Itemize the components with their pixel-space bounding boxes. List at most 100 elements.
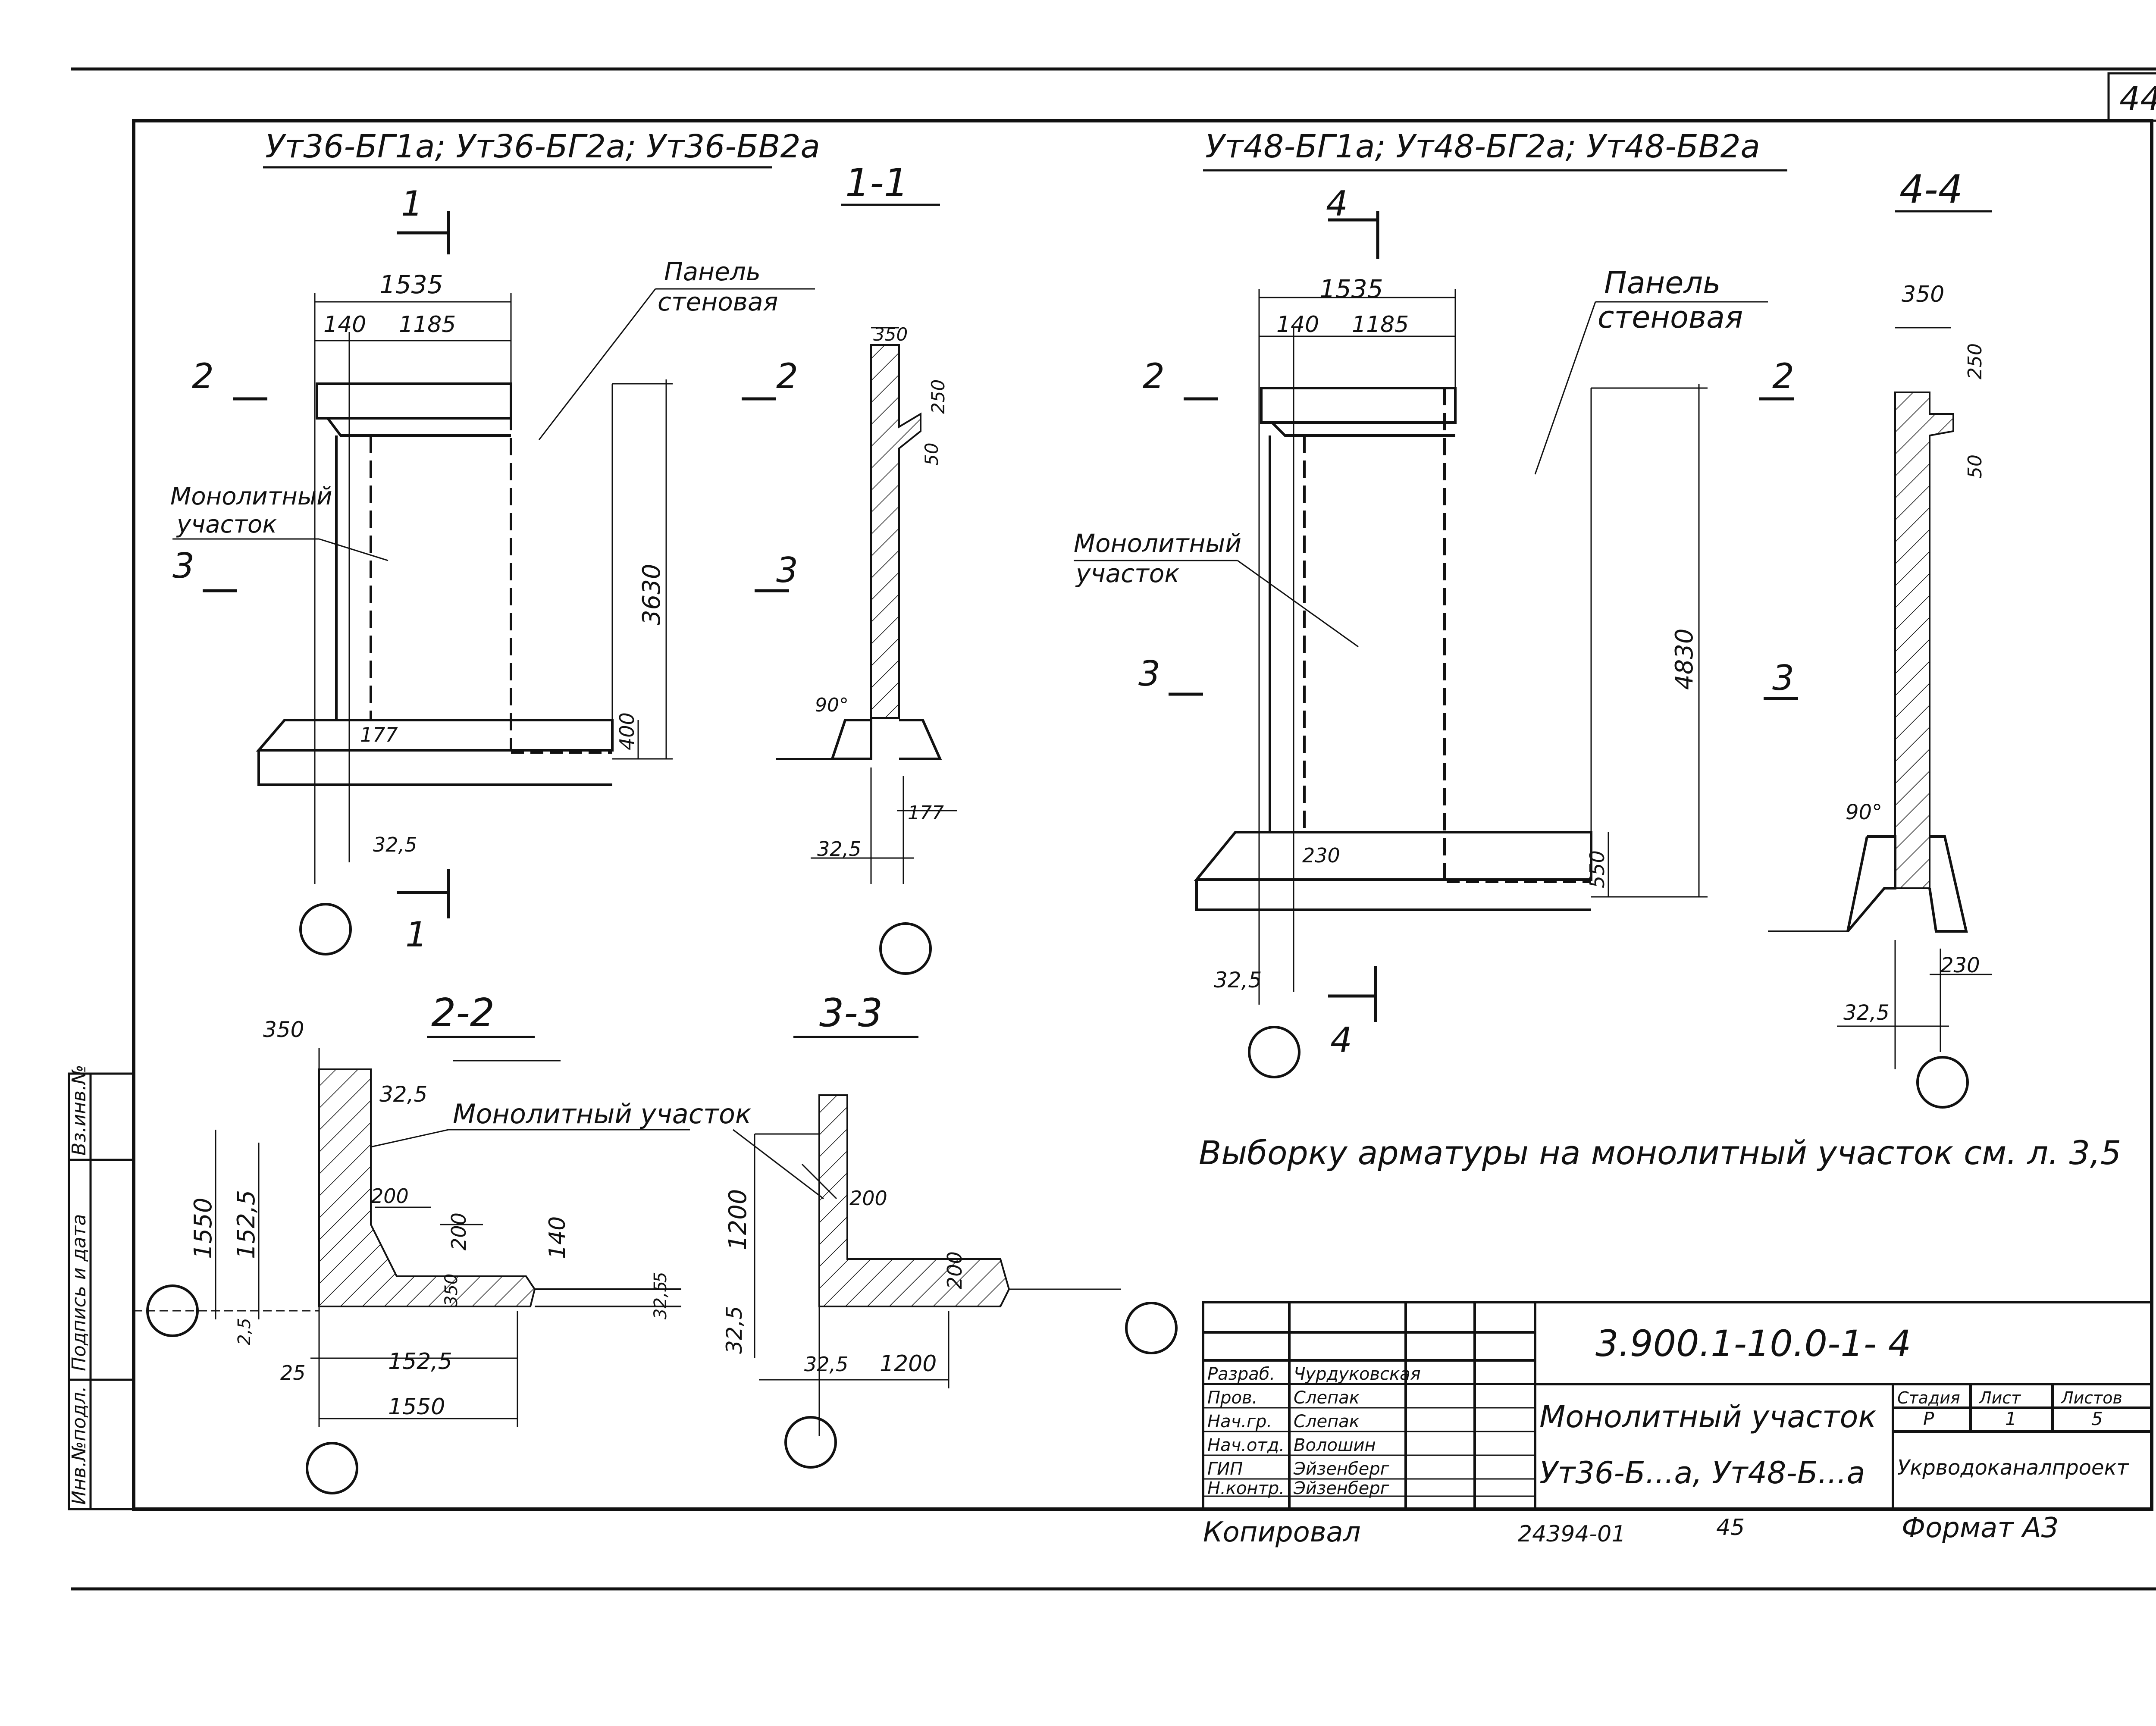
right-mono-label-1: Монолитный: [1074, 529, 1241, 558]
s22-325: 32,5: [379, 1082, 427, 1107]
left-cut-1-bot: 1: [405, 915, 427, 955]
title-block: [1202, 1301, 2153, 1510]
tb-stage: Р: [1923, 1408, 1934, 1429]
s33-200: 200: [849, 1187, 887, 1210]
s22-1550: 1550: [189, 1197, 217, 1259]
s33-325b: 32,5: [804, 1353, 848, 1376]
s22-label: Монолитный участок: [453, 1098, 752, 1130]
right-panel-label-2: стеновая: [1598, 300, 1743, 335]
right-cut-4-top: 4: [1326, 184, 1348, 224]
s44-230: 230: [1940, 953, 1980, 977]
tb-sheet: 1: [2005, 1408, 2017, 1429]
left-dimensions: [314, 293, 673, 884]
s33-1200b: 1200: [880, 1351, 937, 1377]
right-axis-marker: [1248, 1026, 1300, 1078]
left-dim-base: 400: [615, 712, 639, 750]
section-3-3: [733, 1094, 1121, 1436]
s33-200b: 200: [943, 1251, 966, 1289]
footer-format: Формат А3: [1902, 1512, 2059, 1544]
tb-name-2b: Слепак: [1294, 1412, 1360, 1432]
left-cut-3-l: 3: [172, 546, 194, 586]
tb-code: 3.900.1-10.0-1- 4: [1595, 1322, 1911, 1365]
s33-1200: 1200: [724, 1189, 752, 1250]
tb-name-1: Монолитный участок: [1539, 1399, 1877, 1435]
s22-title: 2-2: [431, 990, 495, 1036]
tb-role-4: ГИП: [1207, 1459, 1243, 1479]
s33-axis-bottom: [784, 1416, 837, 1469]
footer-number: 24394-01: [1518, 1521, 1626, 1547]
s11-angle: 90°: [815, 694, 849, 716]
s44-axis-marker: [1916, 1056, 1969, 1109]
tb-role-2: Нач.гр.: [1207, 1412, 1272, 1432]
tb-role-5: Н.контр.: [1207, 1479, 1285, 1498]
tb-sheets-label: Листов: [2060, 1388, 2122, 1407]
tb-stage-label: Стадия: [1897, 1388, 1960, 1407]
tb-name-4: Эйзенберг: [1293, 1459, 1390, 1479]
s22-200b: 200: [447, 1212, 470, 1250]
left-cut-2-l: 2: [192, 356, 214, 396]
s22-25b: 25: [280, 1361, 306, 1385]
tb-role-0: Разраб.: [1207, 1364, 1275, 1384]
tb-sheets: 5: [2091, 1408, 2103, 1429]
left-cut-3-r: 3: [776, 550, 798, 590]
side-stamp-col1: Инв.№подл.: [68, 1386, 90, 1505]
s33-axis-right: [1125, 1302, 1178, 1354]
s22-axis-left: [146, 1284, 199, 1337]
right-dim-a: 140: [1276, 312, 1319, 338]
s22-axis-bottom: [306, 1442, 358, 1494]
right-dim-b: 1185: [1352, 312, 1409, 338]
s22-5: 5: [651, 1272, 671, 1283]
tb-org: Укрводоканалпроект: [1897, 1456, 2130, 1480]
s22-1525: 152,5: [232, 1190, 260, 1259]
side-stamp-col2: Подпись и дата: [68, 1214, 90, 1371]
s44-325: 32,5: [1843, 1001, 1890, 1025]
left-dim-bottom: 32,5: [373, 833, 417, 856]
side-stamp-col3: Вз.инв.№: [68, 1065, 90, 1156]
tb-role-3: Нач.отд.: [1207, 1435, 1285, 1455]
right-mono-label-2: участок: [1075, 559, 1179, 588]
s11-50: 50: [921, 443, 942, 466]
left-cut-2-r: 2: [776, 356, 798, 396]
section-4-4: [1768, 327, 1992, 1069]
left-heading: Ут36-БГ1а; Ут36-БГ2а; Ут36-БВ2а: [265, 128, 820, 165]
s44-50: 50: [1964, 454, 1986, 479]
right-cut-3-r: 3: [1772, 658, 1794, 698]
right-dim-total: 1535: [1319, 274, 1383, 304]
left-dim-total: 1535: [379, 270, 443, 299]
left-axis-marker: [299, 903, 352, 955]
tb-name-1b: Слепак: [1294, 1388, 1360, 1408]
footer-page: 45: [1716, 1515, 1745, 1541]
s22-1550b: 1550: [388, 1394, 445, 1420]
s22-200a: 200: [371, 1184, 409, 1208]
right-panel-label-1: Панель: [1604, 265, 1720, 301]
s22-325b: 32,5: [651, 1281, 671, 1319]
left-elevation: [256, 382, 614, 786]
right-cut-2-r: 2: [1772, 356, 1794, 396]
right-cut-marks: [1169, 211, 1798, 1022]
left-cut-marks: [203, 211, 789, 918]
left-panel-label-2: стеновая: [658, 287, 778, 316]
left-dim-off: 177: [360, 723, 398, 746]
tb-role-1: Пров.: [1207, 1388, 1257, 1408]
s22-25a: 2,5: [235, 1318, 254, 1345]
right-dim-height: 4830: [1670, 628, 1698, 690]
s33-title: 3-3: [819, 990, 883, 1036]
right-dim-base: 550: [1586, 850, 1609, 888]
section-1-1: [776, 327, 957, 884]
s11-250: 250: [928, 379, 949, 414]
s22-350b: 350: [442, 1274, 461, 1306]
right-section-title: 4-4: [1899, 167, 1963, 212]
footer-copied: Копировал: [1203, 1516, 1361, 1548]
right-dimensions: [1258, 289, 1708, 1005]
tb-name-0: Чурдуковская: [1294, 1364, 1421, 1384]
s33-325: 32,5: [722, 1306, 747, 1354]
s22-350: 350: [263, 1017, 304, 1042]
s22-140: 140: [545, 1216, 570, 1259]
left-section-title: 1-1: [845, 160, 909, 206]
side-stamp: [68, 1072, 135, 1510]
s11-325: 32,5: [817, 837, 861, 861]
section-2-2: [134, 1048, 690, 1427]
left-dim-a: 140: [323, 312, 366, 338]
s11-177: 177: [908, 802, 944, 824]
